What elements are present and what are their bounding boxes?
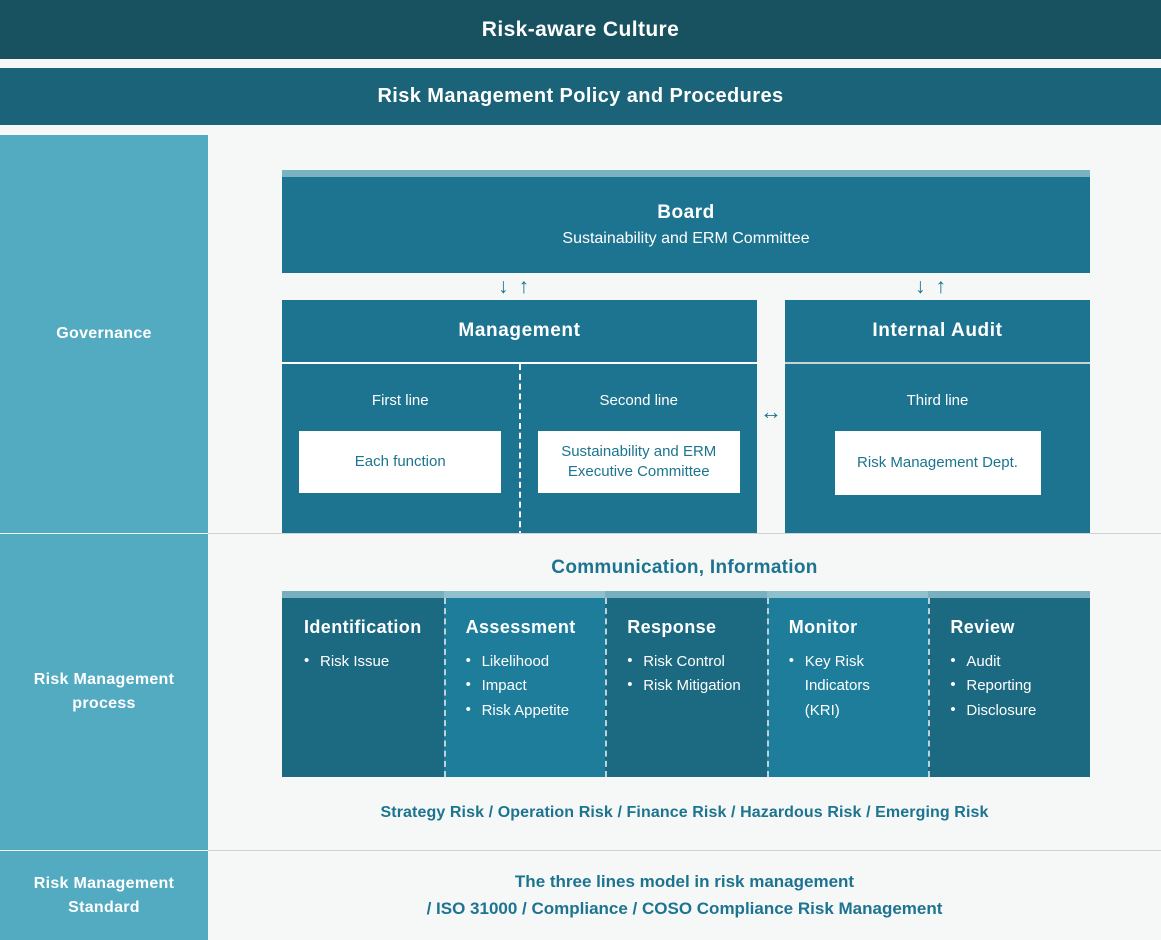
- standard-label-text: Risk Management Standard: [33, 874, 175, 916]
- process-columns: Identification Risk Issue Assessment Lik…: [282, 591, 1090, 777]
- process-body: Communication, Information Identificatio…: [208, 534, 1161, 850]
- process-column-review: Review Audit Reporting Disclosure: [928, 591, 1090, 777]
- lane-card-sustainability-erm-exec: Sustainability and ERM Executive Committ…: [537, 431, 740, 493]
- sidebar-label-governance: Governance: [0, 135, 208, 533]
- process-item-list: Likelihood Impact Risk Appetite: [466, 649, 606, 723]
- process-item-list: Audit Reporting Disclosure: [950, 649, 1090, 723]
- column-top-stripe: [928, 591, 1090, 598]
- process-heading: Identification: [304, 617, 422, 637]
- risk-types-line: Strategy Risk / Operation Risk / Finance…: [380, 804, 989, 821]
- divider-governance-process: [208, 533, 1161, 534]
- board-subtitle: Sustainability and ERM Committee: [562, 230, 810, 247]
- lane-label-second-line: Second line: [599, 392, 678, 409]
- arrow-bidirectional-glyph: ↔: [760, 399, 782, 424]
- board-title: Board: [657, 202, 715, 223]
- banner-risk-management-policy: Risk Management Policy and Procedures: [0, 68, 1161, 125]
- list-item: Risk Issue: [304, 649, 444, 674]
- arrow-up-icon: ↑: [935, 275, 947, 298]
- management-lanes: First line Each function Second line Sus…: [282, 364, 757, 655]
- communication-information-title: Communication, Information: [551, 557, 818, 578]
- list-item: Risk Mitigation: [627, 673, 767, 698]
- lane-third-line: Third line Risk Management Dept.: [785, 364, 1090, 655]
- lane-card-risk-management-dept: Risk Management Dept.: [834, 431, 1041, 495]
- process-heading: Response: [627, 617, 717, 637]
- column-top-stripe: [443, 591, 606, 598]
- sidebar-label-risk-management-process: Risk Management process: [0, 534, 208, 850]
- process-item-list: Key Risk Indicators (KRI): [789, 649, 929, 723]
- row-risk-management-standard: Risk Management Standard The three lines…: [0, 851, 1161, 940]
- list-item: Impact: [466, 673, 606, 698]
- arrow-down-icon: ↓: [915, 275, 926, 298]
- process-item-list: Risk Control Risk Mitigation: [627, 649, 767, 699]
- lane-first-line: First line Each function: [282, 364, 519, 655]
- lane-label-first-line: First line: [371, 392, 429, 409]
- column-top-stripe: [766, 591, 929, 598]
- standard-body: The three lines model in risk management…: [208, 851, 1161, 940]
- arrow-pair-board-audit: ↓ ↑: [915, 276, 946, 297]
- governance-body: Board Sustainability and ERM Committee ↓…: [208, 135, 1161, 655]
- list-item: Key Risk Indicators (KRI): [789, 649, 929, 723]
- board-box: Board Sustainability and ERM Committee: [282, 170, 1090, 273]
- divider-process-standard: [208, 850, 1161, 851]
- list-item: Audit: [950, 649, 1090, 674]
- process-label-text: Risk Management process: [33, 671, 175, 712]
- list-item: Reporting: [950, 673, 1090, 698]
- standard-line-1: The three lines model in risk management: [514, 872, 855, 892]
- banner-risk-aware-culture: Risk-aware Culture: [0, 0, 1161, 59]
- arrow-pair-board-management: ↓ ↑: [498, 276, 529, 297]
- banner-culture-label: Risk-aware Culture: [481, 17, 680, 41]
- process-column-assessment: Assessment Likelihood Impact Risk Appeti…: [443, 591, 606, 777]
- governance-label-text: Governance: [56, 325, 152, 342]
- arrow-bidirectional-icon: ↔: [757, 401, 785, 423]
- list-item: Disclosure: [950, 698, 1090, 723]
- banner-policy-label: Risk Management Policy and Procedures: [377, 85, 784, 107]
- list-item: Risk Appetite: [466, 698, 606, 723]
- row-governance: Governance Board Sustainability and ERM …: [0, 135, 1161, 655]
- list-item: Risk Control: [627, 649, 767, 674]
- process-item-list: Risk Issue: [304, 649, 444, 674]
- process-heading: Monitor: [788, 617, 858, 637]
- internal-audit-title: Internal Audit: [785, 300, 1090, 364]
- standard-line-2: / ISO 31000 / Compliance / COSO Complian…: [426, 898, 943, 918]
- management-title: Management: [282, 300, 757, 364]
- lane-second-line: Second line Sustainability and ERM Execu…: [518, 364, 758, 655]
- process-heading: Assessment: [465, 617, 576, 637]
- process-column-identification: Identification Risk Issue: [282, 591, 444, 777]
- sidebar-label-risk-management-standard: Risk Management Standard: [0, 851, 208, 940]
- lane-label-third-line: Third line: [906, 392, 969, 409]
- list-item: Likelihood: [466, 649, 606, 674]
- process-column-response: Response Risk Control Risk Mitigation: [605, 591, 767, 777]
- lane-card-each-function: Each function: [299, 431, 502, 493]
- column-top-stripe: [282, 591, 444, 598]
- arrow-down-icon: ↓: [498, 275, 509, 298]
- arrow-up-icon: ↑: [518, 275, 530, 298]
- row-risk-management-process: Risk Management process Communication, I…: [0, 534, 1161, 851]
- process-heading: Review: [950, 617, 1015, 637]
- process-column-monitor: Monitor Key Risk Indicators (KRI): [766, 591, 929, 777]
- internal-audit-lanes: Third line Risk Management Dept.: [785, 364, 1090, 655]
- column-top-stripe: [605, 591, 767, 598]
